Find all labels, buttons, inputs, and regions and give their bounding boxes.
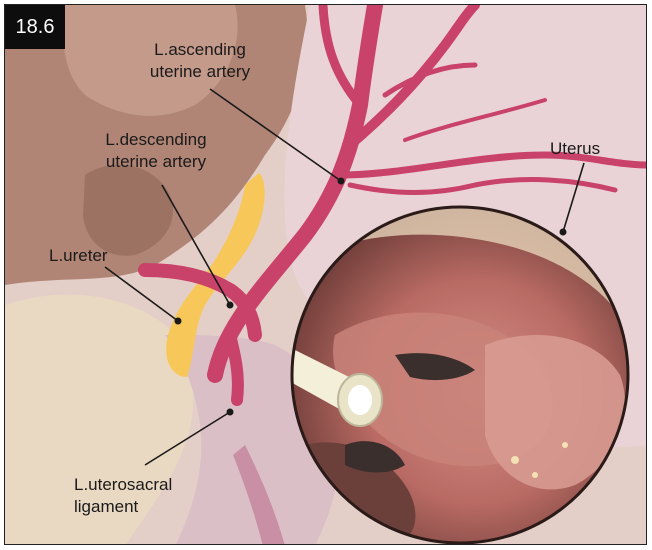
label-ascending-uterine-artery: L.ascending uterine artery <box>125 39 275 83</box>
label-uterosacral-ligament: L.uterosacral ligament <box>74 474 172 518</box>
label-descending-uterine-artery: L.descending uterine artery <box>81 129 231 173</box>
anatomy-drawing <box>5 5 647 545</box>
label-ureter: L.ureter <box>49 245 108 267</box>
figure-number-badge: 18.6 <box>5 5 65 49</box>
anatomy-illustration: 18.6 L.ascending uterine artery L.descen… <box>4 4 647 545</box>
label-uterus: Uterus <box>550 138 600 160</box>
